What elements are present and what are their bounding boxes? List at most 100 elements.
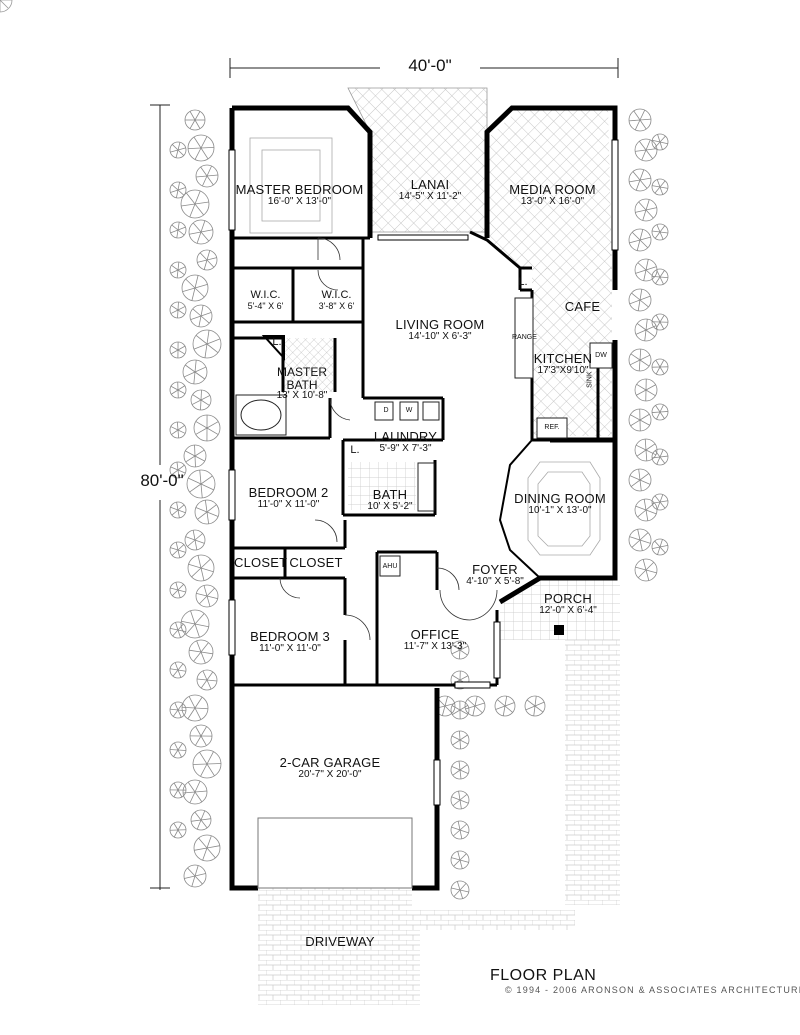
shrub-icon (634, 138, 658, 162)
dimension-lines (150, 58, 619, 890)
shrub-icon (184, 529, 206, 551)
shrub-icon (169, 301, 187, 319)
shrub-icon (186, 469, 216, 499)
room-name: 2-CAR GARAGE (279, 755, 381, 770)
room-name: BEDROOM 2 (248, 485, 329, 500)
laundry-sink (422, 401, 440, 421)
room-size: 20'-7" X 20'-0" (298, 768, 362, 780)
shrub-icon (196, 669, 218, 691)
shrub-icon (634, 378, 658, 402)
shrub-icon (651, 268, 669, 286)
shrub-icon (169, 381, 187, 399)
shrub-icon (494, 695, 516, 717)
room-lanai: LANAI 14'-5" X 11'-2" (380, 178, 480, 202)
shrub-icon (651, 538, 669, 556)
room-size: 4'-10" X 5'-8" (466, 575, 524, 587)
shrub-icon (183, 864, 207, 888)
shrub-icon (169, 821, 187, 839)
shrub-icon (651, 223, 669, 241)
depth-dimension: 80'-0" (140, 471, 184, 490)
shrub-icon (180, 609, 210, 639)
room-size: 5'-4" X 6' (247, 300, 284, 311)
landscaping (169, 108, 669, 900)
room-size: 10'-1" X 13'-0" (528, 504, 592, 516)
range-label: RANGE (512, 334, 537, 341)
room-dining-room: DINING ROOM 10'-1" X 13'-0" (510, 492, 610, 516)
shrub-icon (450, 880, 470, 900)
room-living-room: LIVING ROOM 14'-10" X 6'-3" (380, 318, 500, 342)
shrub-icon (190, 809, 212, 831)
room-garage: 2-CAR GARAGE 20'-7" X 20'-0" (270, 756, 390, 780)
porch-column (554, 625, 564, 635)
room-name: MASTER BATH (277, 365, 328, 392)
shrub-icon (169, 141, 187, 159)
shrub-icon (169, 621, 187, 639)
shrub-icon (628, 108, 652, 132)
linen-label-kitchen: L. (518, 276, 528, 288)
room-cafe: CAFE (564, 299, 601, 314)
dw-label: DW (595, 352, 607, 359)
garage-door (257, 817, 413, 889)
room-size: 14'-5" X 11'-2" (398, 190, 462, 202)
copyright: © 1994 - 2006 ARONSON & ASSOCIATES ARCHI… (505, 985, 800, 995)
linen-shape (261, 335, 285, 361)
shrub-icon (183, 444, 207, 468)
shrub-icon (195, 164, 219, 188)
shrub-icon (184, 109, 206, 131)
shrub-icon (628, 168, 652, 192)
room-media-room: MEDIA ROOM 13'-0" X 16'-0" (495, 183, 610, 207)
shrub-icon (450, 850, 470, 870)
shrub-icon (196, 249, 218, 271)
shrub-icon (190, 389, 212, 411)
shrub-icon (193, 414, 221, 442)
shrub-icon (524, 695, 546, 717)
shrub-icon (169, 541, 187, 559)
shrub-icon (181, 694, 209, 722)
shrub-icon (450, 730, 470, 750)
shrub-icon (651, 133, 669, 151)
room-closet-1: CLOSET (234, 555, 288, 570)
shrub-icon (169, 661, 187, 679)
kitchen-counter (514, 297, 534, 379)
room-wic-1: W.I.C. 5'-4" X 6' (238, 289, 293, 311)
room-name: FOYER (472, 562, 518, 577)
shrub-icon (169, 501, 187, 519)
room-master-bath: MASTER BATH 13' X 10'-8" (262, 366, 342, 402)
shrub-icon (194, 499, 220, 525)
room-porch: PORCH 12'-0" X 6'-4" (528, 592, 608, 616)
room-name: PORCH (544, 591, 592, 606)
shrub-icon (651, 313, 669, 331)
porch-floor (500, 580, 620, 640)
shrub-icon (192, 329, 222, 359)
room-name: LIVING ROOM (395, 317, 485, 332)
floor-plan-title: FLOOR PLAN (490, 967, 597, 984)
room-size: 5'-9" X 7'-3" (379, 442, 432, 454)
room-size: 11'-0" X 11'-0" (257, 498, 320, 510)
room-size: 10' X 5'-2" (367, 500, 413, 512)
room-master-bedroom: MASTER BEDROOM 16'-0" X 13'-0" (232, 183, 367, 207)
room-size: 14'-10" X 6'-3" (408, 330, 472, 342)
shrub-icon (188, 219, 214, 245)
landscaping-left (0, 0, 13, 13)
room-laundry: LAUNDRY 5'-9" X 7'-3" (368, 430, 443, 454)
room-size: 11'-7" X 13'-3" (403, 640, 467, 652)
shrub-icon (188, 639, 214, 665)
room-size: 3'-8" X 6' (318, 300, 355, 311)
room-name: BATH (372, 487, 408, 502)
shrub-icon (651, 448, 669, 466)
shrub-icon (634, 198, 658, 222)
shrub-icon (182, 359, 208, 385)
shrub-icon (634, 258, 658, 282)
room-bedroom-2: BEDROOM 2 11'-0" X 11'-0" (236, 486, 341, 510)
shrub-icon (450, 670, 470, 690)
shrub-icon (651, 493, 669, 511)
shrub-icon (169, 421, 187, 439)
room-driveway: DRIVEWAY (305, 934, 375, 949)
room-size: 12'-0" X 6'-4" (539, 604, 597, 616)
shrub-icon (651, 178, 669, 196)
shrub-icon (169, 701, 187, 719)
ahu-label: AHU (382, 563, 398, 570)
room-closet-2: CLOSET (289, 555, 343, 570)
shrub-icon (450, 640, 470, 660)
